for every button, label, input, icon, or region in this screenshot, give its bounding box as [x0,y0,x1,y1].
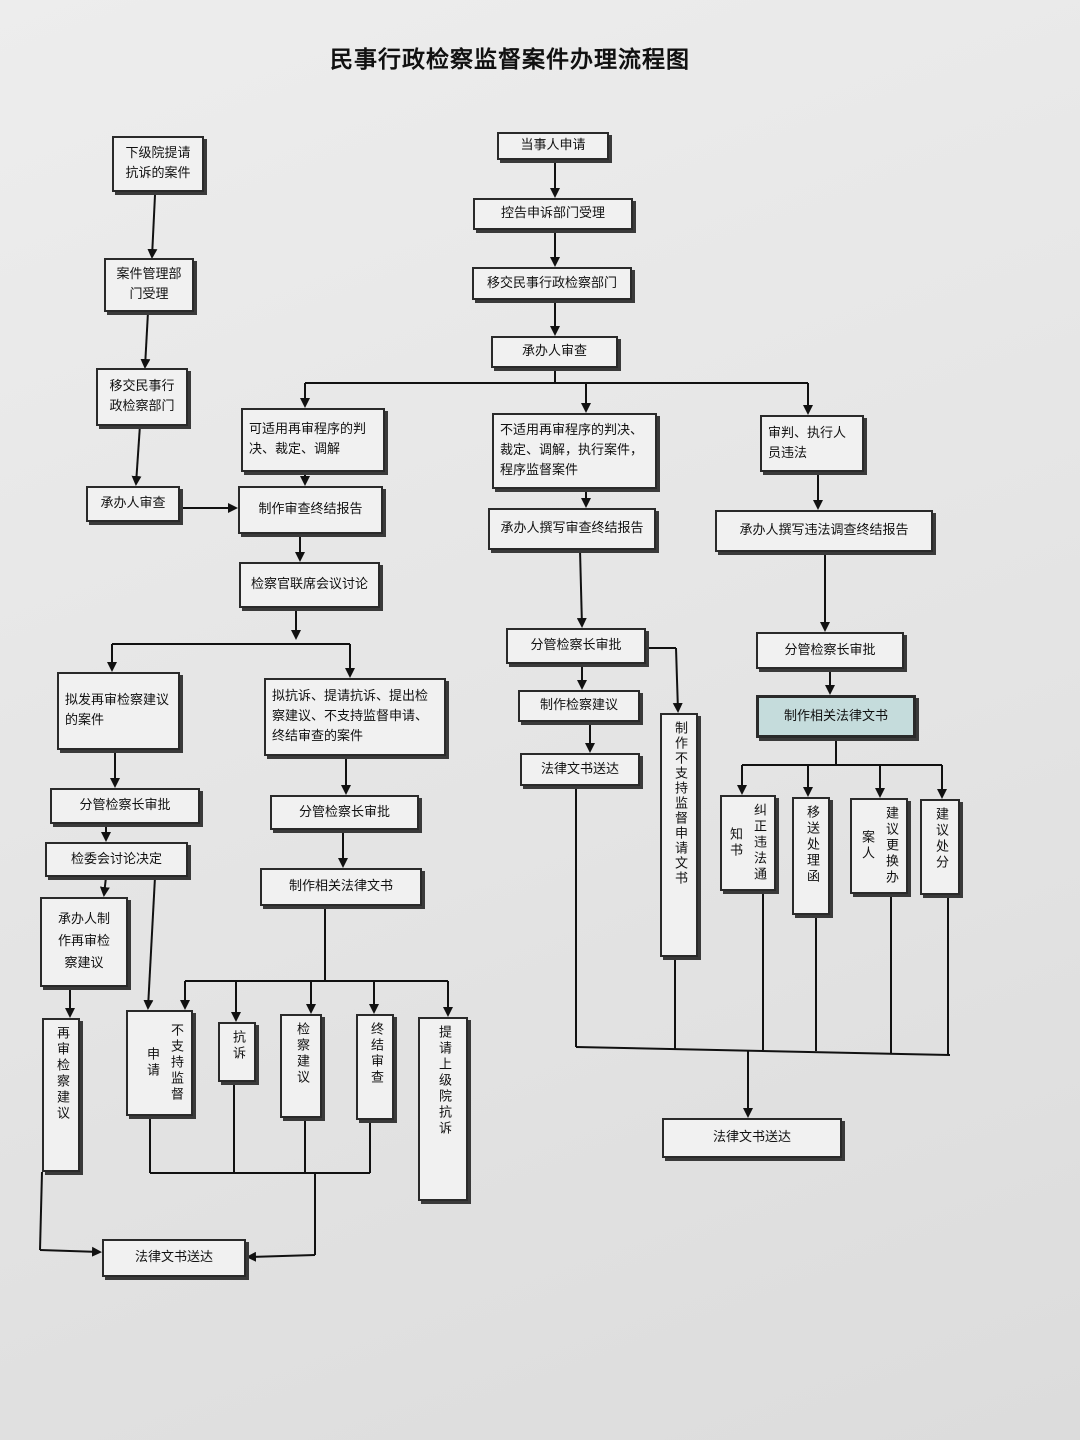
node-committee-decision: 检委会讨论决定 [45,842,188,877]
arrow-jianwei-buzhichi [143,876,156,1010]
node-complaint-dept: 控告申诉部门受理 [473,198,633,230]
node-xiaji-case: 下级院提请抗诉的案件 [112,136,204,192]
node-write-review-report: 承办人撰写审查终结报告 [488,508,656,550]
node-deliver-docs-final: 法律文书送达 [662,1118,842,1158]
node-protest: 抗诉 [218,1022,256,1082]
arrow-zaishen-songda [39,1246,102,1257]
node-case-management: 案件管理部门受理 [104,258,194,312]
node-not-support: 不支持监督申请 [126,1010,193,1116]
node-approval-c: 分管检察长审批 [506,628,646,664]
arrow-yijiao-chengban [131,424,142,486]
node-make-not-support-doc: 制作不支持监督申请文书 [660,713,698,957]
node-correction-notice: 纠正违法通知书 [720,795,776,891]
node-approval-a: 分管检察长审批 [50,788,200,824]
page-title: 民事行政检察监督案件办理流程图 [330,47,690,73]
line-zaishen-down [39,1171,43,1251]
node-write-violation-report: 承办人撰写违法调查终结报告 [715,510,933,552]
line-final-bottom [575,1046,951,1056]
node-deliver-docs-left: 法律文书送达 [102,1239,246,1277]
node-make-legal-docs-b: 制作相关法律文书 [260,868,422,906]
arrow-merge-songda [246,1251,316,1262]
node-deliver-docs-center: 法律文书送达 [520,753,640,786]
node-procuratorial-suggestion: 检察建议 [280,1014,322,1118]
node-retrial-applicable: 可适用再审程序的判决、裁定、调解 [241,408,385,472]
arrow-chengbanzj-fg [576,549,587,628]
node-retrial-suggestion: 再审检察建议 [42,1018,80,1172]
node-party-application: 当事人申请 [497,132,609,160]
node-make-retrial-suggestion: 承办人制作再审检察建议 [40,897,128,987]
node-request-superior-protest: 提请上级院抗诉 [418,1017,468,1201]
arrow-fg-bzc [672,647,683,713]
arrow-jianwei-chengbanzs [99,876,110,897]
node-terminate-review: 终结审查 [356,1014,394,1120]
arrow-xiaji-anguan [147,194,158,259]
node-approval-b: 分管检察长审批 [270,795,419,830]
node-retrial-suggestion-case: 拟发再审检察建议的案件 [57,672,180,750]
node-transfer-left: 移交民事行政检察部门 [96,368,188,426]
node-suggest-replace: 建议更换办案人 [850,798,908,894]
node-transfer-letter: 移送处理函 [792,797,830,915]
node-suggest-punish: 建议处分 [920,799,960,895]
node-make-suggestion: 制作检察建议 [518,690,640,722]
node-make-review-report: 制作审查终结报告 [238,486,383,534]
node-retrial-not-applicable: 不适用再审程序的判决、裁定、调解，执行案件，程序监督案件 [492,413,657,489]
node-reviewer-left: 承办人审查 [86,486,180,522]
node-approval-d: 分管检察长审批 [756,632,904,669]
node-joint-meeting: 检察官联席会议讨论 [239,562,380,608]
node-reviewer-center: 承办人审查 [491,336,618,368]
arrow-anguan-yijiao [140,311,151,369]
node-transfer-center: 移交民事行政检察部门 [472,267,632,300]
node-make-legal-docs-d: 制作相关法律文书 [756,695,916,738]
node-judge-violation: 审判、执行人员违法 [760,415,864,472]
node-protest-case: 拟抗诉、提请抗诉、提出检察建议、不支持监督申请、终结审查的案件 [264,678,446,756]
